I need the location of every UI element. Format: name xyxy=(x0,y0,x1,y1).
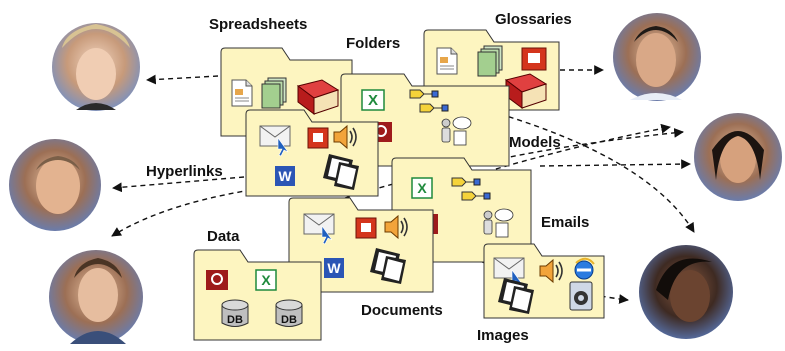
folder-emails xyxy=(483,243,605,319)
excel-icon: X xyxy=(368,92,378,109)
word-icon-2: W xyxy=(327,260,341,276)
arrow-models-2 xyxy=(409,123,671,197)
label-spreadsheets: Spreadsheets xyxy=(209,16,308,33)
arrow-to-person-bottom-left xyxy=(111,185,279,237)
db-label-1: DB xyxy=(227,314,243,326)
label-data: Data xyxy=(207,228,240,245)
label-images: Images xyxy=(477,327,529,344)
folder-hyperlinks: W xyxy=(245,109,379,197)
excel-icon-2: X xyxy=(417,180,427,196)
label-models: Models xyxy=(509,134,561,151)
word-icon: W xyxy=(278,168,292,184)
label-folders: Folders xyxy=(346,35,401,52)
arrow-models-3 xyxy=(539,159,691,170)
arrow-to-person-mid-left xyxy=(112,176,245,193)
person-avatar-top-left xyxy=(52,23,140,111)
person-avatar-top-right xyxy=(613,13,701,101)
label-hyperlinks: Hyperlinks xyxy=(146,163,223,180)
person-avatar-mid-left xyxy=(9,139,101,231)
person-avatar-bottom-right xyxy=(639,245,733,339)
label-documents: Documents xyxy=(361,302,443,319)
excel-icon-3: X xyxy=(261,272,271,288)
label-emails: Emails xyxy=(541,214,590,231)
folder-models: X xyxy=(340,73,510,167)
arrow-to-person-bottom-right xyxy=(499,113,695,233)
arrow-to-person-top-left xyxy=(146,74,219,85)
person-avatar-mid-right xyxy=(694,113,782,201)
arrow-models-1 xyxy=(344,127,684,199)
folder-documents: W xyxy=(288,197,434,293)
label-glossaries: Glossaries xyxy=(495,11,572,28)
person-avatar-bottom-left xyxy=(49,250,143,344)
folder-data: X DB DB xyxy=(193,249,322,341)
db-label-2: DB xyxy=(281,314,297,326)
